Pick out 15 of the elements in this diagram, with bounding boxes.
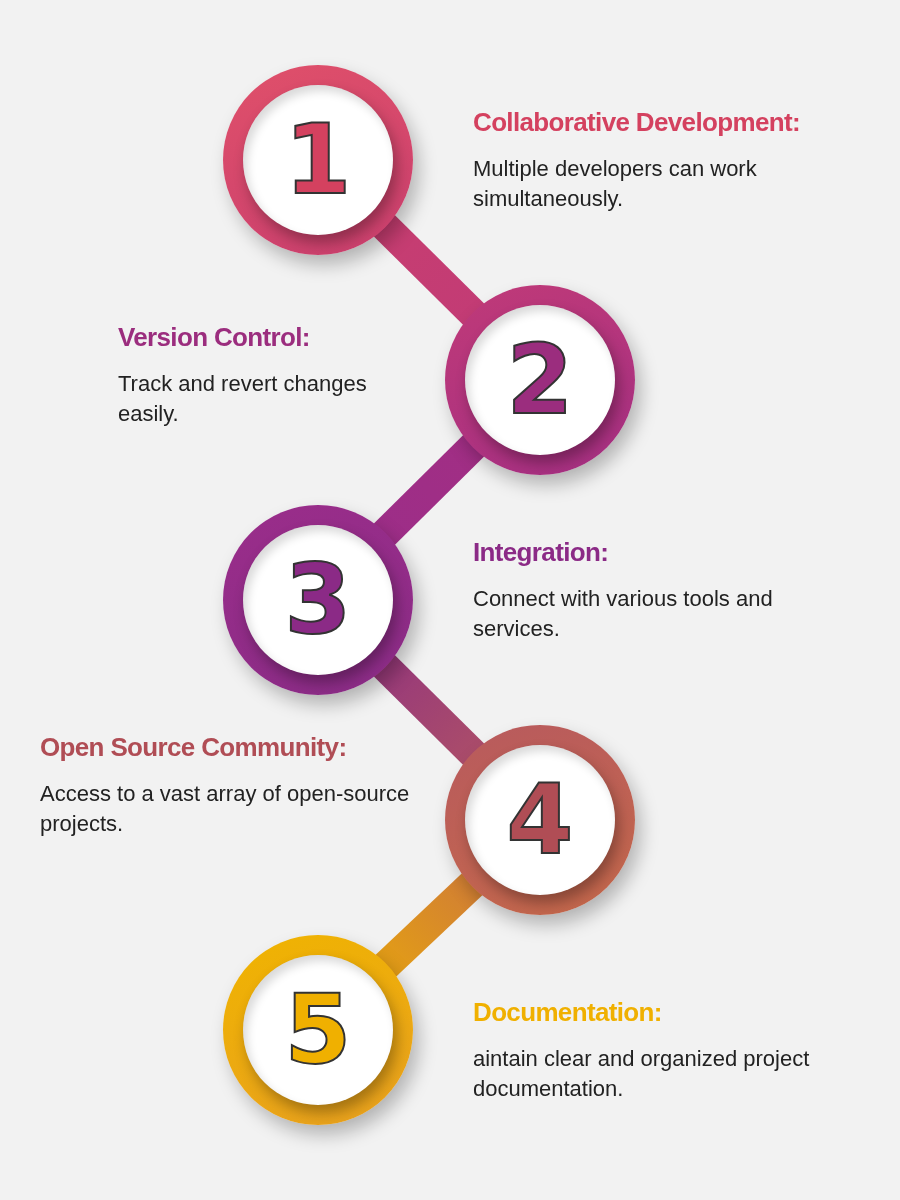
step-heading: Version Control: xyxy=(118,321,311,354)
step-number: 2 xyxy=(506,332,574,428)
step-description: Connect with various tools and services. xyxy=(473,585,774,643)
step-description: Access to a vast array of open-source projects. xyxy=(40,780,411,838)
step-description: aintain clear and organized project documentation. xyxy=(473,1045,811,1103)
step-description: Multiple developers can work simultaneously. xyxy=(473,155,758,213)
step-heading: Documentation: xyxy=(473,996,663,1029)
step-heading: Collaborative Development: xyxy=(473,106,801,139)
step-heading: Integration: xyxy=(473,536,610,569)
step-description: Track and revert changes easily. xyxy=(118,370,368,428)
step-number: 3 xyxy=(284,552,352,648)
step-number: 5 xyxy=(284,982,352,1078)
step-number: 1 xyxy=(284,112,352,208)
step-heading: Open Source Community: xyxy=(40,731,348,764)
step-number: 4 xyxy=(506,772,574,868)
